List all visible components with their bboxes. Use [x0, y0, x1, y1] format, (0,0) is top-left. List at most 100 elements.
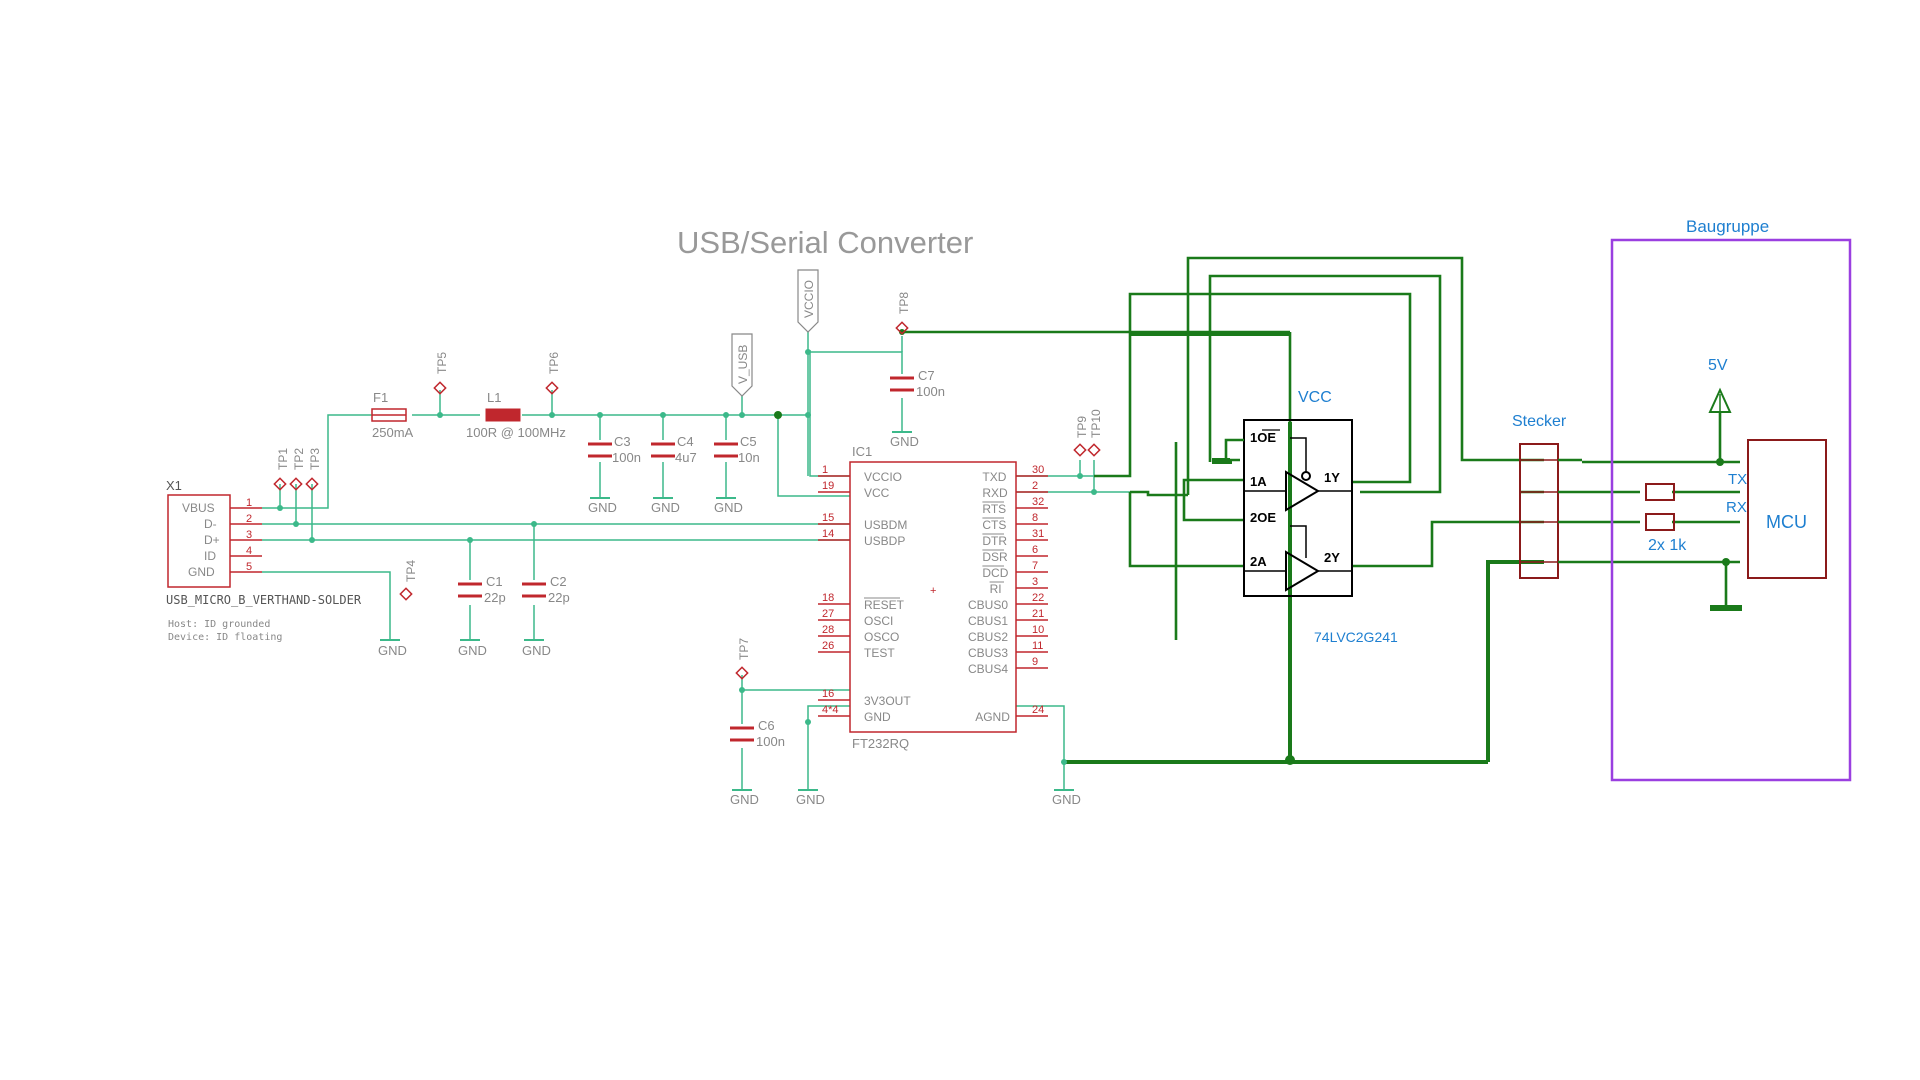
svg-text:C3: C3 [614, 434, 631, 449]
testpoints: TP1 TP2 TP3 TP4 TP5 TP6 TP7 TP8 TP9 TP10 [273, 292, 1103, 680]
ic1-pin-name: DCD [982, 566, 1008, 580]
buffer-vcc-label: VCC [1298, 389, 1332, 406]
svg-text:22p: 22p [548, 590, 570, 605]
svg-text:100n: 100n [612, 450, 641, 465]
schematic-title: USB/Serial Converter [677, 225, 973, 260]
usb-connector-x1: X1 VBUS D- D+ ID GND 1 2 3 4 5 USB_MICRO… [166, 478, 362, 643]
ic1-pin-number: 10 [1032, 624, 1044, 636]
gnd-symbol: GND [714, 497, 743, 515]
ic1-pin-name: RESET [864, 598, 905, 612]
svg-text:GND: GND [651, 500, 680, 515]
ic1-pin-name: GND [864, 710, 891, 724]
svg-text:C4: C4 [677, 434, 694, 449]
buffer-pin-1oe: 1OE [1250, 430, 1276, 445]
ic1-pin-name: RI [990, 582, 1002, 596]
x1-pinnum-2: 2 [246, 513, 252, 525]
ic1-pin-name: CBUS4 [968, 662, 1008, 676]
mcu-label: MCU [1766, 512, 1807, 532]
testpoint-tp3: TP3 [305, 448, 322, 491]
resistor-value-label: 2x 1k [1648, 537, 1687, 554]
ic1-pin-number: 7 [1032, 560, 1038, 572]
x1-note-host: Host: ID grounded [168, 619, 270, 630]
ic1-pin-number: 9 [1032, 656, 1038, 668]
ic1-pin-number: 32 [1032, 496, 1044, 508]
svg-text:100n: 100n [916, 384, 945, 399]
ic1-pin-name: USBDM [864, 518, 907, 532]
ic1-pin-name: DTR [982, 534, 1007, 548]
gnd-symbols: GND GND GND GND GND GND GND GND GND GND [378, 431, 1081, 807]
ic1-pin-number: 27 [822, 608, 834, 620]
gnd-symbol: GND [588, 497, 617, 515]
x1-pin-gnd: GND [188, 565, 215, 579]
svg-text:TP2: TP2 [292, 448, 306, 470]
ic1-pin-number: 8 [1032, 512, 1038, 524]
x1-part: USB_MICRO_B_VERTHAND-SOLDER [166, 593, 362, 607]
buffer-pin-2y: 2Y [1324, 550, 1340, 565]
capacitor-c6: C6 100n [730, 718, 785, 749]
svg-text:TP10: TP10 [1089, 409, 1103, 438]
svg-text:C6: C6 [758, 718, 775, 733]
svg-text:TP7: TP7 [737, 638, 751, 660]
buffer-pin-2oe: 2OE [1250, 510, 1276, 525]
svg-text:250mA: 250mA [372, 425, 414, 440]
ic1-pin-number: 24 [1032, 704, 1044, 716]
gnd-symbol: GND [890, 431, 919, 449]
ic1-pin-number: 26 [822, 640, 834, 652]
net-flag-vccio: VCCIO [797, 269, 819, 333]
svg-text:TP5: TP5 [435, 352, 449, 374]
svg-text:22p: 22p [484, 590, 506, 605]
supply-5v-label: 5V [1708, 357, 1728, 374]
svg-text:C7: C7 [918, 368, 935, 383]
ic1-pin-number: 31 [1032, 528, 1044, 540]
ic1-pin-name: CBUS3 [968, 646, 1008, 660]
x1-pin-dplus: D+ [204, 533, 220, 547]
x1-ref: X1 [166, 478, 182, 493]
svg-text:V_USB: V_USB [736, 345, 750, 384]
svg-text:TP9: TP9 [1075, 416, 1089, 438]
junctions [277, 329, 1730, 765]
x1-pinnum-3: 3 [246, 529, 252, 541]
gnd-symbol: GND [378, 639, 407, 658]
svg-text:GND: GND [1052, 792, 1081, 807]
ic1-pin-name: CBUS2 [968, 630, 1008, 644]
baugruppe-label: Baugruppe [1686, 217, 1769, 236]
svg-text:+: + [930, 585, 936, 597]
buffer-pin-2a: 2A [1250, 554, 1267, 569]
net-flag-vusb: V_USB [731, 333, 753, 397]
ic1-pin-name: DSR [982, 550, 1008, 564]
buffer-74lvc2g241: VCC 74LVC2G241 1OE 1A 1Y 2OE 2A 2Y [1212, 389, 1398, 645]
ic1-ref: IC1 [852, 444, 872, 459]
stecker-label: Stecker [1512, 413, 1567, 430]
ic1-pin-name: USBDP [864, 534, 905, 548]
x1-pinnum-4: 4 [246, 545, 252, 557]
capacitor-c1: C1 22p [458, 574, 506, 605]
svg-text:TP6: TP6 [547, 352, 561, 374]
ic1-pin-name: CBUS0 [968, 598, 1008, 612]
ic1-pin-number: 6 [1032, 544, 1038, 556]
capacitor-c2: C2 22p [522, 574, 570, 605]
fuse-f1: F1 250mA [371, 390, 414, 440]
testpoint-tp7: TP7 [735, 638, 751, 680]
hand-wires [902, 256, 1742, 764]
ic1-pin-number: 22 [1032, 592, 1044, 604]
svg-text:10n: 10n [738, 450, 760, 465]
ic1-pin-number: 2 [1032, 480, 1038, 492]
svg-text:GND: GND [730, 792, 759, 807]
tx-label: TX [1728, 471, 1747, 488]
svg-text:GND: GND [378, 643, 407, 658]
ic1-pin-number: 4*4 [822, 704, 839, 716]
ic1-pin-name: AGND [975, 710, 1010, 724]
x1-pinnum-1: 1 [246, 497, 252, 509]
svg-text:TP3: TP3 [308, 448, 322, 470]
ic1-pin-name: TXD [982, 470, 1006, 484]
svg-text:C1: C1 [486, 574, 503, 589]
svg-text:100n: 100n [756, 734, 785, 749]
inductor-l1: L1 100R @ 100MHz [466, 390, 566, 440]
gnd-symbol: GND [1052, 789, 1081, 807]
ic1-pin-name: RXD [982, 486, 1008, 500]
svg-text:GND: GND [714, 500, 743, 515]
svg-text:F1: F1 [373, 390, 388, 405]
svg-text:GND: GND [588, 500, 617, 515]
